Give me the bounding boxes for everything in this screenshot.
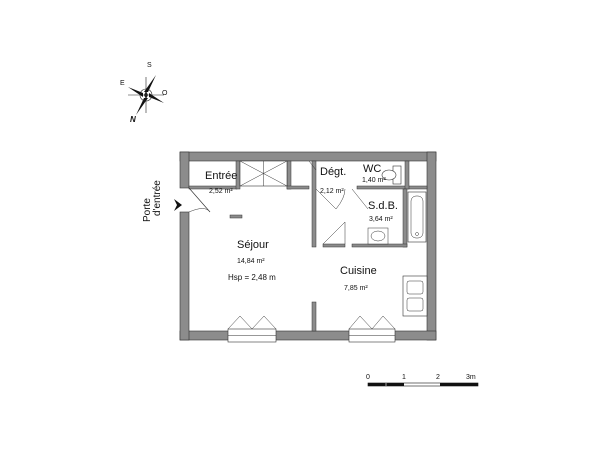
sink-icon xyxy=(402,275,428,317)
room-area-degt: 2,12 m² xyxy=(320,188,344,195)
interior-doors xyxy=(308,160,369,245)
entrance-door xyxy=(174,187,211,213)
toilet-icon xyxy=(381,165,402,185)
bathtub-icon xyxy=(407,191,427,243)
entrance-label: Porte d'entrée xyxy=(142,180,163,222)
room-name-cuisine: Cuisine xyxy=(340,265,377,277)
compass-south-label: S xyxy=(147,62,152,69)
window-sejour xyxy=(227,315,277,343)
scale-label-3: 3m xyxy=(466,374,476,381)
compass-north-label: N xyxy=(130,115,136,124)
room-area-cuisine: 7,85 m² xyxy=(344,285,368,292)
entrance-label-line2: d'entrée xyxy=(152,180,163,216)
room-height-sejour: Hsp = 2,48 m xyxy=(228,273,276,282)
room-name-degt: Dégt. xyxy=(320,166,347,178)
room-area-wc: 1,40 m² xyxy=(362,177,386,184)
room-name-wc: WC xyxy=(363,163,382,175)
interior-walls xyxy=(188,160,428,332)
room-name-entree: Entrée xyxy=(205,170,238,182)
window-cuisine xyxy=(348,315,396,343)
closet xyxy=(239,160,288,187)
room-area-entree: 2,52 m² xyxy=(209,188,233,195)
outer-walls xyxy=(179,151,437,341)
compass-rose xyxy=(128,75,164,115)
compass-west-label: O xyxy=(162,90,168,97)
room-area-sdb: 3,64 m² xyxy=(369,216,393,223)
north-arrow-icon xyxy=(136,98,148,115)
scale-bar xyxy=(367,382,479,387)
room-name-sdb: S.d.B. xyxy=(368,200,398,212)
scale-label-1: 1 xyxy=(402,374,406,381)
entrance-arrow-icon xyxy=(174,199,182,211)
room-area-sejour: 14,84 m² xyxy=(237,258,265,265)
compass-east-label: E xyxy=(120,80,125,87)
scale-label-2: 2 xyxy=(436,374,440,381)
washbasin-icon xyxy=(367,227,389,245)
room-name-sejour: Séjour xyxy=(237,239,269,251)
scale-label-0: 0 xyxy=(366,374,370,381)
